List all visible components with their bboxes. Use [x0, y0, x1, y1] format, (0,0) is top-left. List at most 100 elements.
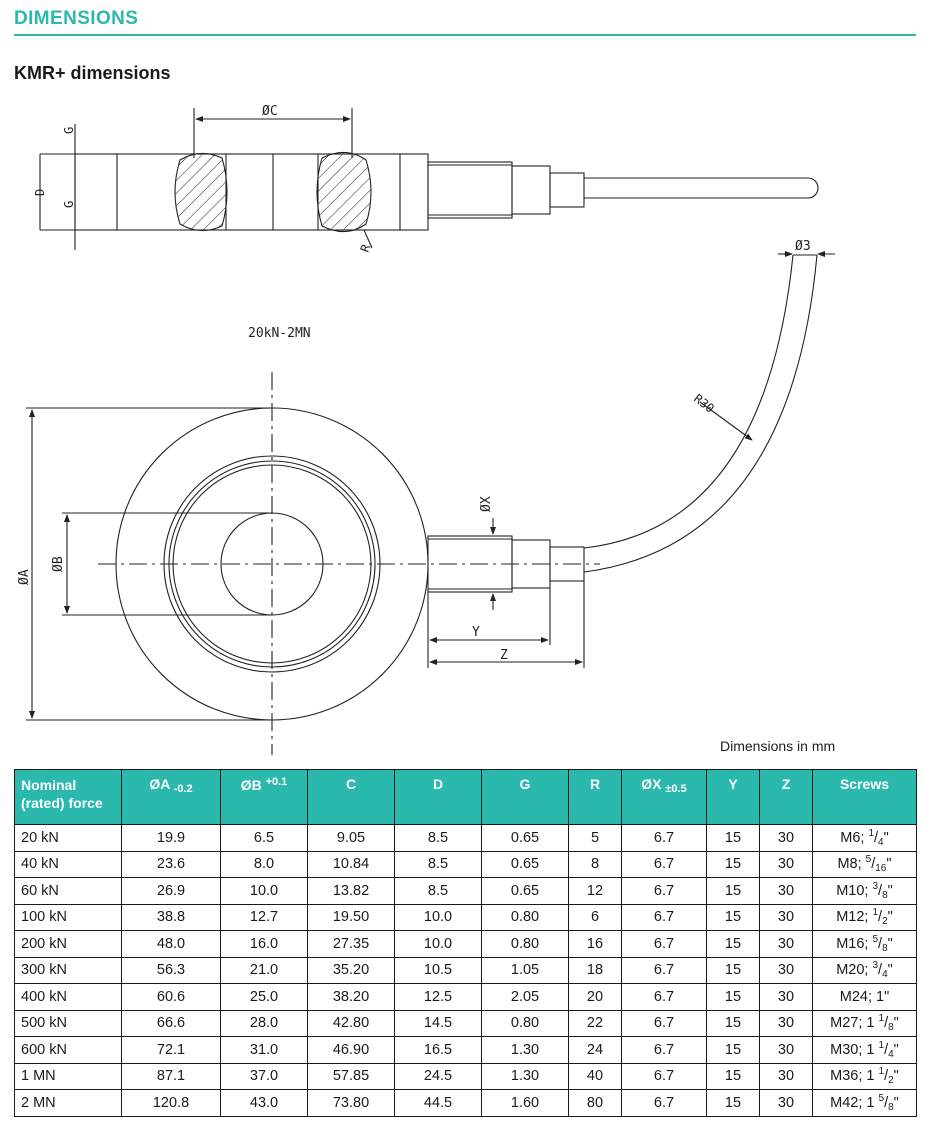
cell-x: 6.7: [621, 1009, 707, 1037]
dimensions-table: Nominal(rated) force ØA -0.2 ØB +0.1 C D…: [14, 769, 917, 1117]
cell-z: 30: [759, 850, 813, 878]
cell-screws: M24; 1": [812, 983, 917, 1011]
header-a: ØA -0.2: [121, 769, 221, 825]
cell-force: 60 kN: [14, 877, 122, 905]
header-y: Y: [706, 769, 760, 825]
cell-d: 8.5: [394, 877, 482, 905]
cell-g: 1.30: [481, 1036, 569, 1064]
cell-b: 43.0: [220, 1089, 308, 1117]
header-d: D: [394, 769, 482, 825]
cell-screws: M27; 1 1/8": [812, 1009, 917, 1037]
cell-force: 400 kN: [14, 983, 122, 1011]
cell-c: 73.80: [307, 1089, 395, 1117]
cell-y: 15: [706, 1089, 760, 1117]
cell-z: 30: [759, 983, 813, 1011]
cell-y: 15: [706, 1062, 760, 1090]
cell-y: 15: [706, 956, 760, 984]
cell-a: 120.8: [121, 1089, 221, 1117]
cell-d: 16.5: [394, 1036, 482, 1064]
cell-screws: M10; 3/8": [812, 877, 917, 905]
header-c: C: [307, 769, 395, 825]
cell-c: 9.05: [307, 824, 395, 852]
cell-d: 24.5: [394, 1062, 482, 1090]
cell-screws: M20; 3/4": [812, 956, 917, 984]
table-header-row: Nominal(rated) force ØA -0.2 ØB +0.1 C D…: [14, 769, 917, 825]
cell-y: 15: [706, 930, 760, 958]
cell-g: 0.80: [481, 903, 569, 931]
cell-b: 12.7: [220, 903, 308, 931]
cell-d: 12.5: [394, 983, 482, 1011]
cell-z: 30: [759, 877, 813, 905]
cell-d: 10.5: [394, 956, 482, 984]
cell-b: 31.0: [220, 1036, 308, 1064]
cell-c: 42.80: [307, 1009, 395, 1037]
cell-b: 28.0: [220, 1009, 308, 1037]
cell-c: 19.50: [307, 903, 395, 931]
cell-c: 27.35: [307, 930, 395, 958]
cell-x: 6.7: [621, 850, 707, 878]
side-view: [39, 108, 819, 250]
header-force: Nominal(rated) force: [14, 769, 122, 825]
label-d: D: [33, 189, 47, 196]
cell-r: 40: [568, 1062, 622, 1090]
cell-a: 26.9: [121, 877, 221, 905]
cell-c: 46.90: [307, 1036, 395, 1064]
cell-screws: M30; 1 1/4": [812, 1036, 917, 1064]
label-c: ØC: [262, 104, 278, 119]
cell-screws: M36; 1 1/2": [812, 1062, 917, 1090]
cell-force: 600 kN: [14, 1036, 122, 1064]
label-b: ØB: [51, 556, 66, 572]
header-g: G: [481, 769, 569, 825]
cell-b: 8.0: [220, 850, 308, 878]
cell-force: 200 kN: [14, 930, 122, 958]
cell-a: 23.6: [121, 850, 221, 878]
cell-c: 10.84: [307, 850, 395, 878]
header-screws: Screws: [812, 769, 917, 825]
cell-a: 38.8: [121, 903, 221, 931]
cell-force: 1 MN: [14, 1062, 122, 1090]
cell-z: 30: [759, 956, 813, 984]
cell-y: 15: [706, 824, 760, 852]
cell-screws: M42; 1 5/8": [812, 1089, 917, 1117]
cell-y: 15: [706, 850, 760, 878]
cell-d: 8.5: [394, 824, 482, 852]
cell-g: 1.30: [481, 1062, 569, 1090]
cell-r: 8: [568, 850, 622, 878]
cell-y: 15: [706, 903, 760, 931]
cell-screws: M12; 1/2": [812, 903, 917, 931]
cell-y: 15: [706, 983, 760, 1011]
section-title: DIMENSIONS: [14, 8, 139, 29]
cell-force: 20 kN: [14, 824, 122, 852]
cell-force: 500 kN: [14, 1009, 122, 1037]
cell-x: 6.7: [621, 824, 707, 852]
cell-r: 22: [568, 1009, 622, 1037]
header-r: R: [568, 769, 622, 825]
cell-z: 30: [759, 1036, 813, 1064]
technical-drawing: ØC D G G R Ø3 R30 20kN-2MN: [17, 104, 835, 755]
cell-screws: M16; 5/8": [812, 930, 917, 958]
cell-c: 57.85: [307, 1062, 395, 1090]
cell-r: 24: [568, 1036, 622, 1064]
cell-g: 0.65: [481, 824, 569, 852]
cell-y: 15: [706, 877, 760, 905]
cell-r: 12: [568, 877, 622, 905]
cell-d: 8.5: [394, 850, 482, 878]
cell-z: 30: [759, 1009, 813, 1037]
cell-a: 48.0: [121, 930, 221, 958]
top-view: [26, 372, 600, 755]
cell-c: 35.20: [307, 956, 395, 984]
cell-x: 6.7: [621, 903, 707, 931]
range-label: 20kN-2MN: [248, 326, 311, 341]
cell-x: 6.7: [621, 956, 707, 984]
cell-b: 21.0: [220, 956, 308, 984]
cell-g: 0.65: [481, 877, 569, 905]
cell-x: 6.7: [621, 983, 707, 1011]
